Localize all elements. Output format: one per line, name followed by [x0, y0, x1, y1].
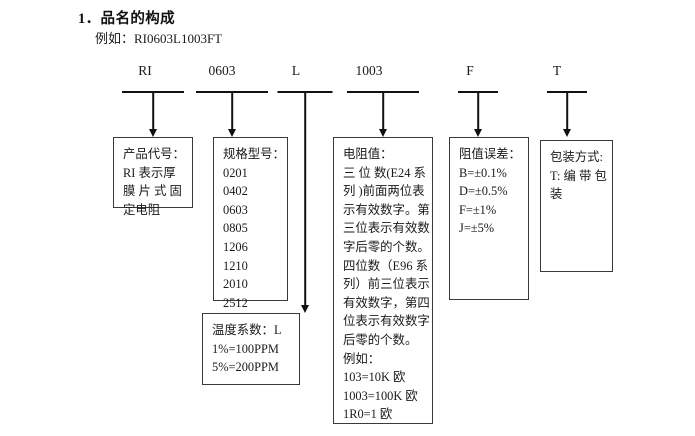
page-title: 1．品名的构成 — [78, 11, 176, 27]
resistance-para-line: 列 )前面两位表 — [343, 184, 425, 199]
resistance-example: 103=10K 欧 — [343, 370, 406, 385]
product-code-line-3: 定电阻 — [123, 202, 161, 217]
tolerance-option: B=±0.1% — [459, 165, 507, 180]
box-product-code: 产品代号： RI 表示厚 膜 片 式 固 定电阻 — [113, 137, 193, 217]
box-temp-coefficient: 温度系数：L 1%=100PPM 5%=200PPM — [202, 313, 300, 385]
product-code-line-1: RI 表示厚 — [123, 165, 176, 180]
product-code-heading: 产品代号： — [123, 147, 185, 161]
packaging-line-2: 装 — [550, 187, 563, 202]
size-option: 0402 — [223, 184, 248, 199]
code-label-product: RI — [138, 63, 152, 78]
box-resistance-value: 电阻值： 三 位 数(E24 系 列 )前面两位表 示有效数字。第 三位表示有效… — [333, 137, 433, 424]
code-label-packaging: T — [552, 63, 562, 78]
size-option: 0603 — [223, 202, 248, 217]
tolerance-option: D=±0.5% — [459, 184, 508, 199]
packaging-line-1: T: 编 带 包 — [550, 168, 607, 183]
code-label-size: 0603 — [208, 63, 236, 78]
size-option: 0201 — [223, 165, 248, 180]
resistance-heading: 电阻值： — [343, 147, 393, 161]
size-model-heading: 规格型号： — [223, 147, 285, 161]
size-option: 0805 — [223, 221, 248, 236]
product-code-line-2: 膜 片 式 固 — [123, 184, 182, 199]
size-option: 1206 — [223, 239, 248, 254]
resistance-para-line: 后零的个数。 — [343, 332, 418, 347]
temp-coefficient-line: 1%=100PPM — [212, 341, 279, 356]
code-label-temp-coefficient: L — [291, 63, 301, 78]
resistance-para-line: 四位数（E96 系 — [343, 258, 429, 273]
resistance-para-line: 有效数字，第四 — [343, 295, 430, 310]
box-packaging: 包装方式: T: 编 带 包 装 — [540, 140, 613, 272]
code-label-tolerance: F — [466, 63, 474, 78]
box-size-model: 规格型号： 0201 0402 0603 0805 1206 1210 2010… — [213, 137, 288, 310]
resistance-example-heading: 例如： — [343, 351, 381, 366]
resistance-para-line: 列）前三位表示 — [343, 277, 430, 292]
tolerance-option: J=±5% — [459, 221, 495, 236]
temp-coefficient-line: 5%=200PPM — [212, 360, 279, 375]
tolerance-option: F=±1% — [459, 202, 497, 217]
resistance-para-line: 三 位 数(E24 系 — [343, 165, 426, 180]
size-option: 2512 — [223, 295, 248, 310]
resistance-para-line: 三位表示有效数 — [343, 221, 430, 236]
temp-coefficient-heading: 温度系数：L — [212, 323, 282, 337]
code-label-resistance: 1003 — [355, 63, 383, 78]
packaging-heading: 包装方式: — [550, 150, 604, 164]
resistance-example: 1003=100K 欧 — [343, 388, 418, 403]
resistance-para-line: 示有效数字。第 — [343, 202, 430, 217]
box-tolerance: 阻值误差： B=±0.1% D=±0.5% F=±1% J=±5% — [449, 137, 529, 300]
resistance-example: 1R0=1 欧 — [343, 407, 393, 422]
example-part-number: 例如：RI0603L1003FT — [95, 31, 223, 46]
resistance-para-line: 字后零的个数。 — [343, 239, 430, 254]
resistance-para-line: 位表示有效数字 — [343, 314, 430, 329]
size-option: 1210 — [223, 258, 248, 273]
tolerance-heading: 阻值误差： — [459, 147, 521, 161]
size-option: 2010 — [223, 277, 248, 292]
